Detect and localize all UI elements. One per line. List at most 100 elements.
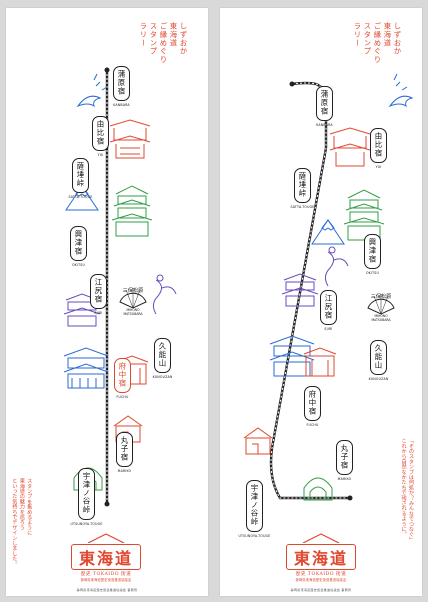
station-romaji: MARIKO <box>117 469 132 474</box>
house-icon <box>243 427 273 455</box>
station-stamp-satta: 薩埵峠 SATTA-TOUGE <box>290 168 314 209</box>
station-name: 興津宿 <box>368 238 377 264</box>
station-name: 蒲原宿 <box>320 90 329 116</box>
station-name: 由比宿 <box>374 132 383 158</box>
tunnel-icon <box>303 477 333 501</box>
route-illustration <box>63 67 177 507</box>
footer-text: 静岡県東海道歴史街道推進協議会 事務局 <box>76 588 138 592</box>
fan-stamp-mihonomatsubara: 三保松原 MIHONO MATSUBARA <box>366 286 396 322</box>
fuji-logo-icon <box>87 533 125 543</box>
station-name: 府中宿 <box>118 362 127 388</box>
station-name: 蒲原宿 <box>117 70 126 96</box>
station-stamp-okitsu: 興津宿 OKITSU <box>364 234 381 275</box>
station-stamp-kunozan: 久能山 KUNOUZAN <box>369 340 388 381</box>
station-romaji: OKITSU <box>71 263 86 268</box>
logo-main: 東海道 <box>286 544 356 570</box>
logo-subtitle: 歴史 TOKAIDO 街道 <box>295 572 347 577</box>
station-stamp-mariko: 丸子宿 MARIKO <box>336 440 353 481</box>
station-stamp-ejiri: 江尻宿 EJIRI <box>320 290 337 331</box>
station-stamp-satta: 薩埵峠 SATTA-TOUGE <box>68 158 92 199</box>
fan-label: MIHONO MATSUBARA <box>123 308 143 316</box>
station-name: 興津宿 <box>74 230 83 256</box>
station-romaji: UTSUNOYA-TOUGE <box>70 522 103 526</box>
station-stamp-mariko: 丸子宿 MARIKO <box>116 432 133 473</box>
station-romaji: YUI <box>375 165 382 170</box>
poster-right: しずおか 東海道 ご縁めぐり スタンプ ラリー 蒲原宿 KANBARA 由比宿 … <box>220 8 422 596</box>
station-stamp-yui: 由比宿 YUI <box>370 128 387 169</box>
pagoda-icon <box>63 293 101 327</box>
station-name: 宇津ノ谷峠 <box>250 484 259 526</box>
station-stamp-utsunoya: 宇津ノ谷峠 UTSUNOYA-TOUGE <box>238 480 270 538</box>
station-name: 薩埵峠 <box>298 172 307 198</box>
tokaido-logo: 東海道 歴史 TOKAIDO 街道 静岡県東海道歴史街道推進協議会 <box>276 533 366 582</box>
castle-icon <box>343 189 385 241</box>
station-romaji: EJIRI <box>94 311 103 316</box>
design-note: 「そのスタンプは何処か？みんなでつなぐ」 これから自然なかたちで残されるように。 <box>400 438 414 542</box>
fan-title: 三保松原 <box>370 294 392 300</box>
station-name: 丸子宿 <box>340 444 349 470</box>
route-end-marker <box>104 501 110 507</box>
wave-icon <box>388 73 414 108</box>
station-name: 丸子宿 <box>120 436 129 462</box>
fan-icon <box>367 294 395 315</box>
gate-icon <box>115 355 149 385</box>
design-note: スタンプを集めるように 東海道の魅力を巡ろう といった気持ちでデザインしました。 <box>11 478 33 567</box>
castle-icon <box>111 185 153 237</box>
rally-title: しずおか 東海道 ご縁めぐり スタンプ ラリー <box>353 22 402 64</box>
station-stamp-kanbara: 蒲原宿 KANBARA <box>113 66 130 107</box>
fan-title: 三保松原 <box>122 288 144 294</box>
route-end-marker <box>347 495 353 501</box>
station-name: 薩埵峠 <box>76 162 85 188</box>
logo-org: 静岡県東海道歴史街道推進協議会 <box>295 578 347 582</box>
station-stamp-utsunoya: 宇津ノ谷峠 UTSUNOYA-TOUGE <box>70 468 102 526</box>
station-stamp-yui: 由比宿 YUI <box>92 116 109 157</box>
station-romaji: EJIRI <box>324 327 333 332</box>
station-stamp-ejiri: 江尻宿 EJIRI <box>90 274 107 315</box>
footer-text: 静岡県東海道歴史街道推進協議会 事務局 <box>290 588 352 592</box>
station-name: 府中宿 <box>308 390 317 416</box>
gate-icon <box>303 347 337 377</box>
station-name: 江尻宿 <box>324 294 333 320</box>
station-romaji: KANBARA <box>113 103 130 108</box>
rally-title: しずおか 東海道 ご縁めぐり スタンプ ラリー <box>139 22 188 64</box>
logo-subtitle: 歴史 TOKAIDO 街道 <box>80 572 132 577</box>
fan-stamp-mihonomatsubara: 三保松原 MIHONO MATSUBARA <box>118 280 148 316</box>
station-romaji: FUCHU <box>306 423 319 428</box>
temple-icon <box>109 119 151 159</box>
fan-label: MIHONO MATSUBARA <box>371 314 391 322</box>
station-romaji: OKITSU <box>365 271 380 276</box>
temple-icon <box>329 127 371 167</box>
station-name: 久能山 <box>158 342 167 368</box>
fuji-logo-icon <box>302 533 340 543</box>
station-stamp-fuchu: 府中宿 FUCHU <box>304 386 321 427</box>
station-romaji: MARIKO <box>337 477 352 482</box>
fan-icon <box>119 288 147 309</box>
station-romaji: KANBARA <box>316 123 333 128</box>
route-start-marker <box>289 81 295 87</box>
route-start-marker <box>104 67 110 73</box>
station-name: 由比宿 <box>96 120 105 146</box>
station-stamp-fuchu: 府中宿 FUCHU <box>114 358 131 399</box>
station-name: 江尻宿 <box>94 278 103 304</box>
station-romaji: FUCHU <box>116 395 129 400</box>
station-romaji: YUI <box>97 153 104 158</box>
station-romaji: SATTA-TOUGE <box>68 195 93 200</box>
logo-org: 静岡県東海道歴史街道推進協議会 <box>80 578 132 582</box>
tennyo-icon <box>324 246 349 287</box>
station-name: 久能山 <box>374 344 383 370</box>
poster-left: しずおか 東海道 ご縁めぐり スタンプ ラリー 蒲原宿 KANBARA 由比宿 … <box>6 8 208 596</box>
wave-icon <box>76 73 108 108</box>
station-romaji: UTSUNOYA-TOUGE <box>238 534 271 538</box>
logo-main: 東海道 <box>71 544 141 570</box>
station-stamp-kanbara: 蒲原宿 KANBARA <box>316 86 333 127</box>
mount-fuji-icon <box>311 219 345 245</box>
station-stamp-okitsu: 興津宿 OKITSU <box>70 226 87 267</box>
station-romaji: KUNOUZAN <box>368 377 389 382</box>
shrine-icon <box>63 347 109 389</box>
tokaido-logo: 東海道 歴史 TOKAIDO 街道 静岡県東海道歴史街道推進協議会 <box>61 533 151 582</box>
station-romaji: KUNOUZAN <box>152 375 173 380</box>
station-romaji: SATTA-TOUGE <box>290 205 315 210</box>
pagoda-icon <box>281 273 319 307</box>
station-stamp-kunozan: 久能山 KUNOUZAN <box>153 338 172 379</box>
station-name: 宇津ノ谷峠 <box>82 472 91 514</box>
